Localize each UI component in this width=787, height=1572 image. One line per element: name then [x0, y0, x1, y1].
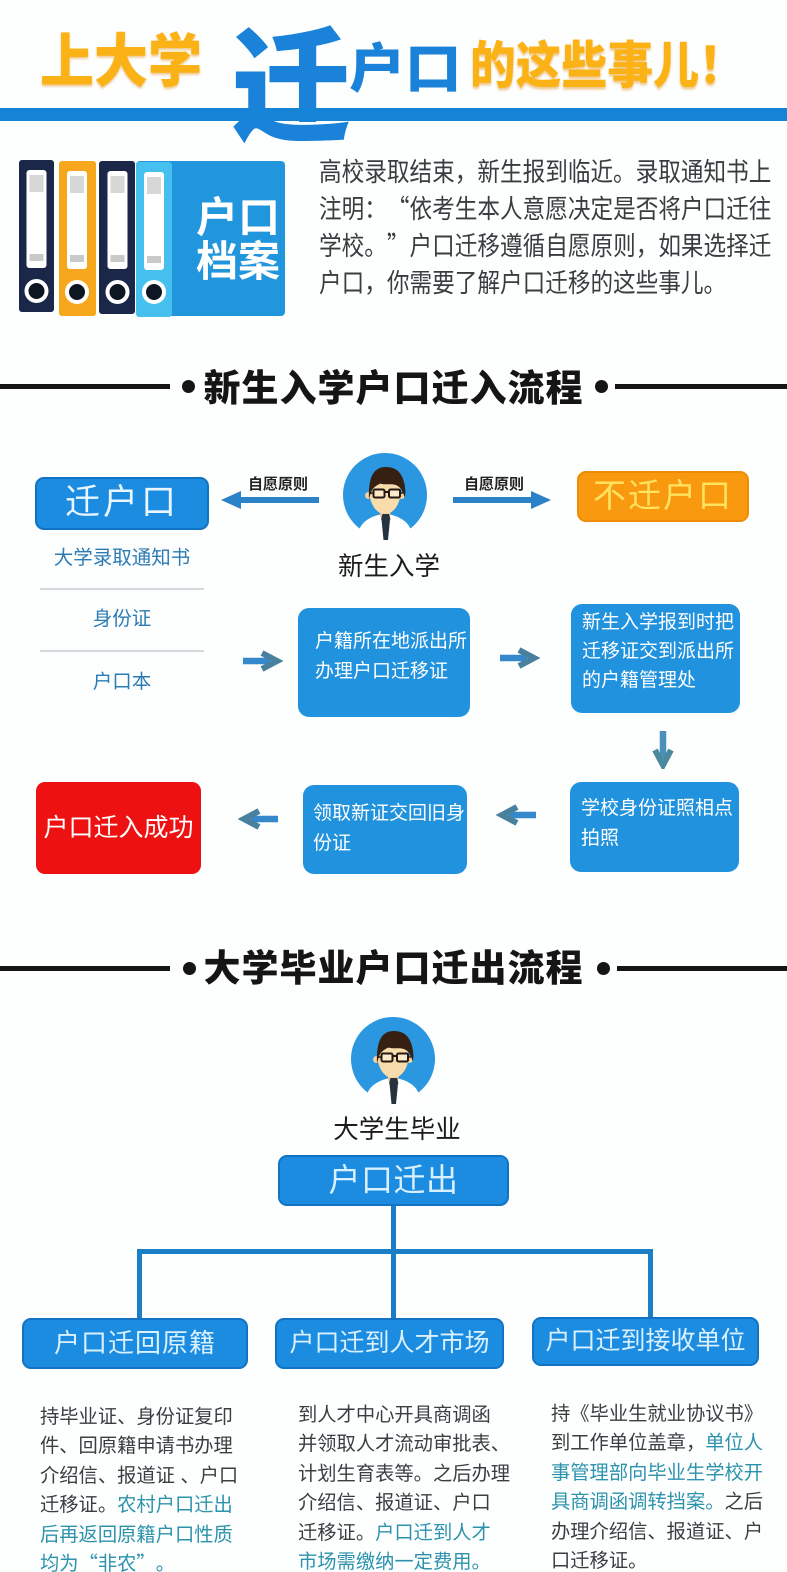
svg-text:户口: 户口	[196, 194, 280, 241]
svg-text:档案: 档案	[196, 238, 280, 285]
